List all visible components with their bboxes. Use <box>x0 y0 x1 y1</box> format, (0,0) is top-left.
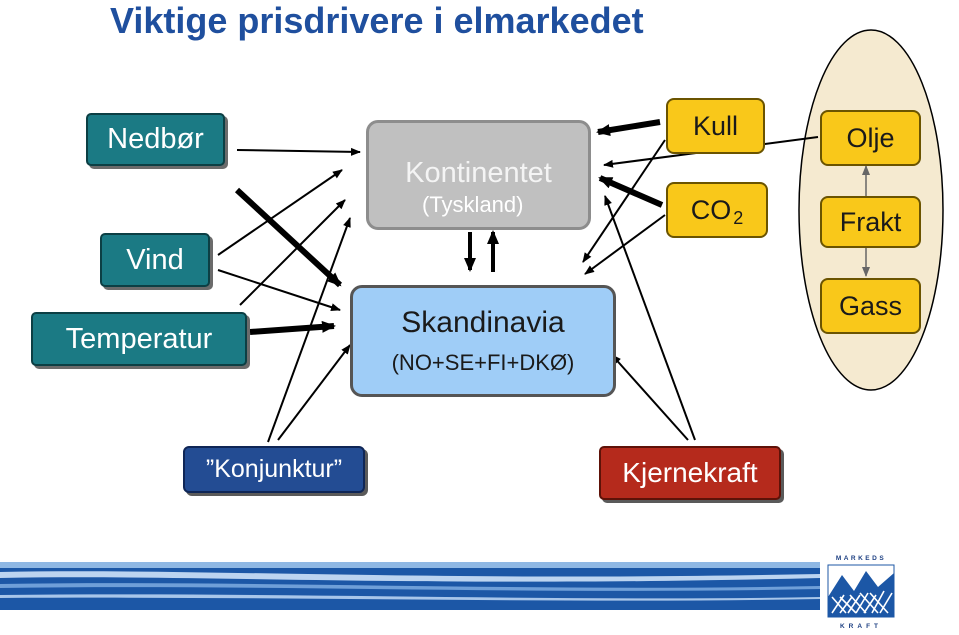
svg-text:KRAFT: KRAFT <box>840 623 882 630</box>
arrow-kull-kontinentet <box>596 119 661 137</box>
arrow-co2-kontinentet <box>598 175 664 208</box>
factor-vind: Vind <box>100 233 210 287</box>
svg-text:MARKEDS: MARKEDS <box>836 555 886 562</box>
arrow-kjernekraft-kontinentet <box>604 195 696 441</box>
factor-kjernekraft: Kjernekraft <box>599 446 781 500</box>
arrow-vind-skandinavia <box>217 269 341 311</box>
market-tyskland-label: (Tyskland) <box>422 192 524 217</box>
fuel-frakt: Frakt <box>820 196 921 248</box>
factor-temperatur: Temperatur <box>31 312 247 366</box>
market-kontinentet: Kontinentet (Tyskland) <box>366 120 591 230</box>
arrow-nedbor-kontinentet <box>236 147 361 156</box>
arrow-co2-skandinavia <box>584 214 666 275</box>
markedskraft-logo: MARKEDS KRAFT <box>826 553 896 630</box>
factor-nedbor: Nedbør <box>86 113 225 166</box>
market-skandinavia: Skandinavia (NO+SE+FI+DKØ) <box>350 285 616 397</box>
arrow-nedbor-skandinavia <box>234 187 343 288</box>
market-kontinentet-label: Kontinentet <box>405 156 552 189</box>
fuel-olje: Olje <box>820 110 921 166</box>
footer-band <box>0 562 820 610</box>
arrow-temperatur-kontinentet <box>239 199 346 306</box>
arrow-vind-kontinentet <box>217 169 343 256</box>
fuel-co2-label: CO <box>690 194 732 225</box>
arrow-kull-skandinavia <box>582 139 666 263</box>
market-skandinavia-label: Skandinavia <box>401 306 565 339</box>
factor-konjunktur: ”Konjunktur” <box>183 446 365 493</box>
fuel-gass: Gass <box>820 278 921 334</box>
arrow-kjernekraft-skandinavia <box>611 354 689 441</box>
arrow-temperatur-skandinavia <box>249 320 336 335</box>
fuel-kull: Kull <box>666 98 765 154</box>
market-skandinavia-sub: (NO+SE+FI+DKØ) <box>391 350 575 375</box>
arrow-konjunktur-kontinentet <box>267 217 351 443</box>
fuel-co2-subscript: 2 <box>733 207 744 228</box>
arrow-konjunktur-skandinavia <box>277 344 351 441</box>
page-title: Viktige prisdrivere i elmarkedet <box>110 0 644 41</box>
